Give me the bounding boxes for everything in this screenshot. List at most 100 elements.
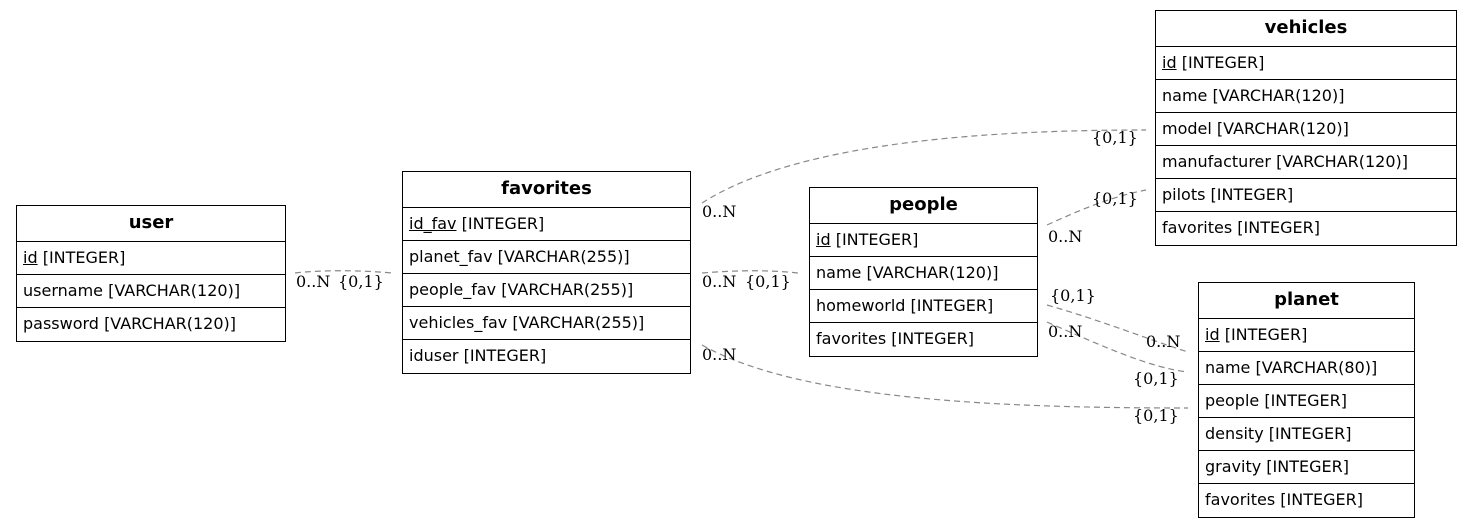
field-name: name [1205, 358, 1251, 377]
field-name: pilots [1162, 185, 1206, 204]
field-row: id [INTEGER] [17, 242, 285, 275]
entity-user[interactable]: user id [INTEGER] username [VARCHAR(120)… [16, 205, 286, 342]
field-row: password [VARCHAR(120)] [17, 308, 285, 341]
label-many: 0..N [296, 272, 330, 291]
field-name: homeworld [816, 296, 906, 315]
field-name: id_fav [409, 214, 457, 233]
field-type: [INTEGER] [463, 346, 547, 365]
label-one: {0,1} [1092, 189, 1138, 208]
label-many: 0..N [1048, 227, 1082, 246]
field-name: favorites [816, 329, 887, 348]
field-row: id [INTEGER] [1199, 319, 1414, 352]
label-many: 0..N [702, 345, 736, 364]
field-row: planet_fav [VARCHAR(255)] [403, 241, 690, 274]
field-type: [INTEGER] [1210, 185, 1294, 204]
field-name: manufacturer [1162, 152, 1271, 171]
link-favorites-planet: 0..N {0,1} [701, 344, 1189, 425]
field-row: gravity [INTEGER] [1199, 451, 1414, 484]
field-row: model [VARCHAR(120)] [1156, 113, 1456, 146]
label-one: {0,1} [1050, 286, 1096, 305]
link-people-vehicles: 0..N {0,1} [1046, 189, 1147, 246]
field-type: [INTEGER] [1268, 424, 1352, 443]
field-type: [INTEGER] [1266, 457, 1349, 476]
field-row: homeworld [INTEGER] [810, 290, 1037, 323]
field-row: favorites [INTEGER] [810, 323, 1037, 356]
label-one: {0,1} [338, 272, 384, 291]
field-type: [INTEGER] [891, 329, 974, 348]
field-row: pilots [INTEGER] [1156, 179, 1456, 212]
field-type: [VARCHAR(255)] [512, 313, 645, 332]
field-type: [INTEGER] [1224, 325, 1308, 344]
field-name: id [816, 230, 831, 249]
field-type: [INTEGER] [1280, 490, 1363, 509]
entity-title: vehicles [1156, 11, 1456, 47]
field-row: name [VARCHAR(80)] [1199, 352, 1414, 385]
field-type: [VARCHAR(120)] [1212, 86, 1345, 105]
field-row: id [INTEGER] [810, 224, 1037, 257]
link-favorites-people: 0..N {0,1} [701, 270, 799, 291]
field-row: manufacturer [VARCHAR(120)] [1156, 146, 1456, 179]
link-people-planet-people: 0..N {0,1} [1046, 321, 1189, 388]
link-favorites-vehicles: 0..N {0,1} [701, 128, 1147, 221]
entity-planet[interactable]: planet id [INTEGER] name [VARCHAR(80)] p… [1198, 282, 1415, 518]
entity-title: favorites [403, 172, 690, 208]
field-name: planet_fav [409, 247, 493, 266]
link-user-favorites: 0..N {0,1} [294, 270, 393, 291]
field-type: [INTEGER] [42, 248, 126, 267]
field-type: [VARCHAR(120)] [104, 314, 237, 333]
field-row: id [INTEGER] [1156, 47, 1456, 80]
field-row: favorites [INTEGER] [1199, 484, 1414, 517]
link-people-planet-homeworld: {0,1} 0..N [1046, 286, 1189, 353]
field-name: people_fav [409, 280, 497, 299]
label-many: 0..N [1146, 332, 1180, 351]
label-one: {0,1} [745, 272, 791, 291]
label-many: 0..N [702, 272, 736, 291]
field-row: density [INTEGER] [1199, 418, 1414, 451]
field-row: name [VARCHAR(120)] [1156, 80, 1456, 113]
field-row: username [VARCHAR(120)] [17, 275, 285, 308]
entity-favorites[interactable]: favorites id_fav [INTEGER] planet_fav [V… [402, 171, 691, 374]
field-row: people_fav [VARCHAR(255)] [403, 274, 690, 307]
label-many: 0..N [1048, 322, 1082, 341]
field-name: id [1162, 53, 1177, 72]
field-name: model [1162, 119, 1212, 138]
field-name: id [23, 248, 38, 267]
field-name: name [816, 263, 862, 282]
field-type: [VARCHAR(120)] [1276, 152, 1409, 171]
field-type: [VARCHAR(120)] [108, 281, 241, 300]
entity-vehicles[interactable]: vehicles id [INTEGER] name [VARCHAR(120)… [1155, 10, 1457, 246]
field-name: favorites [1162, 218, 1233, 237]
field-name: density [1205, 424, 1264, 443]
field-row: id_fav [INTEGER] [403, 208, 690, 241]
field-name: id [1205, 325, 1220, 344]
entity-title: user [17, 206, 285, 242]
field-type: [INTEGER] [461, 214, 545, 233]
label-one: {0,1} [1133, 406, 1179, 425]
field-type: [VARCHAR(120)] [1216, 119, 1349, 138]
field-name: vehicles_fav [409, 313, 508, 332]
field-name: username [23, 281, 103, 300]
label-one: {0,1} [1092, 128, 1138, 147]
entity-title: people [810, 188, 1037, 224]
field-name: password [23, 314, 99, 333]
label-one: {0,1} [1133, 369, 1179, 388]
field-type: [INTEGER] [1181, 53, 1265, 72]
field-type: [INTEGER] [1237, 218, 1320, 237]
field-name: iduser [409, 346, 459, 365]
field-row: people [INTEGER] [1199, 385, 1414, 418]
field-row: name [VARCHAR(120)] [810, 257, 1037, 290]
field-name: favorites [1205, 490, 1276, 509]
field-type: [INTEGER] [835, 230, 919, 249]
field-row: iduser [INTEGER] [403, 340, 690, 373]
field-type: [INTEGER] [1264, 391, 1348, 410]
field-type: [VARCHAR(255)] [501, 280, 634, 299]
field-type: [VARCHAR(120)] [866, 263, 999, 282]
field-name: name [1162, 86, 1208, 105]
label-many: 0..N [702, 202, 736, 221]
entity-title: planet [1199, 283, 1414, 319]
entity-people[interactable]: people id [INTEGER] name [VARCHAR(120)] … [809, 187, 1038, 357]
field-row: favorites [INTEGER] [1156, 212, 1456, 245]
field-name: gravity [1205, 457, 1262, 476]
field-row: vehicles_fav [VARCHAR(255)] [403, 307, 690, 340]
